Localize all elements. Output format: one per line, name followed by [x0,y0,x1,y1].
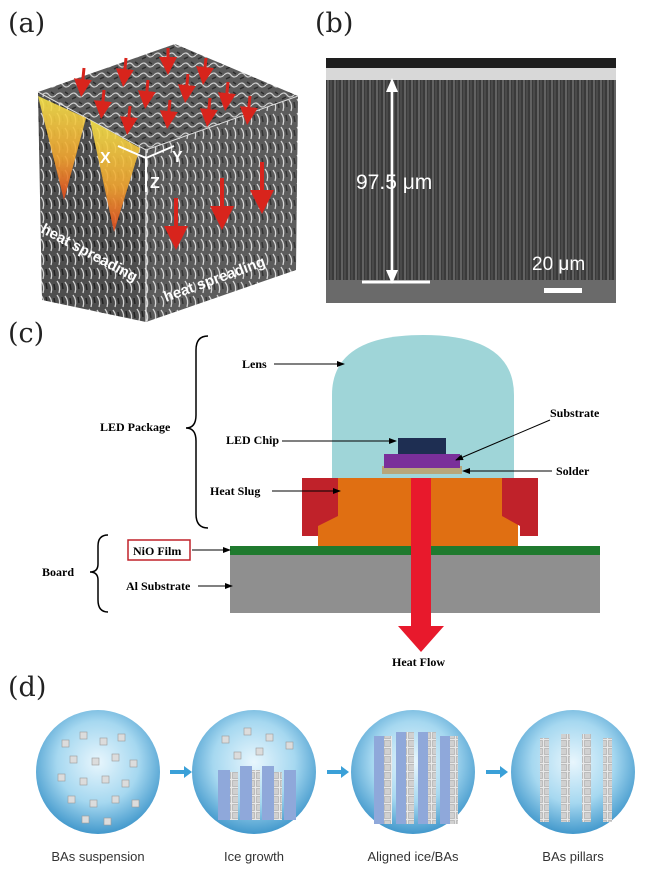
led-chip [398,438,446,454]
panel-b-label: (b) [315,8,354,39]
sem-column-layer [326,76,616,280]
sem-base-layer [326,280,616,303]
right-face-arrows [164,162,274,250]
step-3-caption: Aligned ice/BAs [367,849,459,864]
slug-side-left [302,478,338,536]
heat-flow-arrow-shaft [411,478,431,628]
slug-side-right [502,478,538,536]
step-1-particles [57,731,140,826]
sem-top-surface [326,68,616,80]
step-1-circle [36,710,160,834]
axis-x-label: X [100,150,111,167]
substrate-pointer [455,419,551,461]
nio-film-label-box [127,539,191,561]
axis-y-label: Y [172,149,183,166]
panel-c-led-figure: LED Package Board Lens LED Chip Heat Slu… [42,335,600,669]
nio-film-label: NiO Film [133,544,181,558]
step-4-caption: BAs pillars [542,849,604,864]
board-brace [89,534,109,613]
solder-layer [382,466,462,474]
step-4-circle [511,710,635,834]
led-package-brace [185,335,209,529]
heat-cone-right [90,120,140,232]
panel-c-label: (c) [8,318,45,349]
led-chip-label: LED Chip [226,433,279,447]
thickness-arrow [362,78,430,284]
panel-d-label: (d) [8,672,47,703]
panel-b-sem-figure: 97.5 μm 20 μm [326,58,616,303]
board-label: Board [42,565,74,579]
led-package-label: LED Package [100,420,171,434]
panel-a-cube-figure: X Y Z heat spreading heat spreading [37,44,299,322]
step-2-caption: Ice growth [224,849,284,864]
scale-bar [544,288,582,293]
step-arrows [170,766,508,778]
heat-flow-label: Heat Flow [392,655,445,669]
step-4-pillars [540,734,612,822]
thickness-label: 97.5 μm [356,171,432,194]
cube-top-face [38,44,298,150]
scale-bar-label: 20 μm [532,254,585,275]
solder-label: Solder [556,464,590,478]
substrate-layer [384,454,460,468]
lens-dome [332,335,514,485]
step-2-particles [221,727,294,760]
step-3-aligned-columns [374,732,458,824]
heat-slug-label: Heat Slug [210,484,260,498]
heat-flow-arrow-head [398,626,444,652]
step-2-ice-plates [218,766,296,820]
panel-a-label: (a) [8,8,46,39]
lens-label: Lens [242,357,267,371]
top-arrows [73,48,258,135]
heat-cone-left [38,96,86,200]
substrate-label: Substrate [550,406,600,420]
step-1-caption: BAs suspension [51,849,144,864]
axis-z-label: Z [150,175,160,192]
axes-indicator [117,145,175,192]
panel-d-process-figure: BAs suspension Ice growth Aligned ice/BA… [36,710,635,864]
al-substrate-label: Al Substrate [126,579,191,593]
